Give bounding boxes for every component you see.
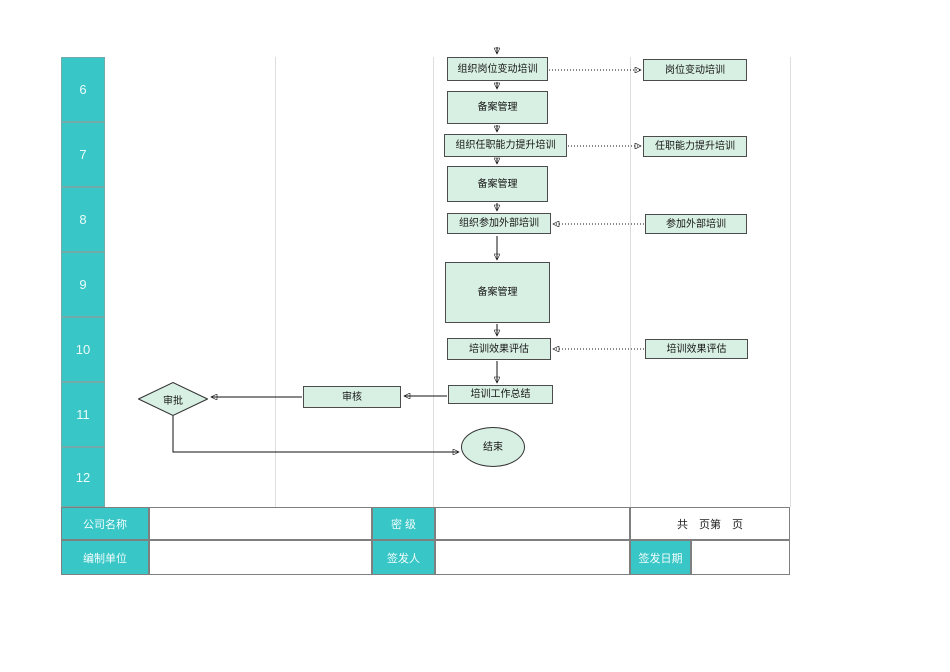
step-filing-management-1: 备案管理 <box>447 91 548 124</box>
issuer-field[interactable] <box>435 540 630 575</box>
connector-approve-end <box>172 416 459 452</box>
lane-row-10: 10 <box>61 317 105 382</box>
task-training-effect-evaluation: 培训效果评估 <box>645 339 748 359</box>
lane-row-8: 8 <box>61 187 105 252</box>
lane-row-9: 9 <box>61 252 105 317</box>
step-organize-job-change-training: 组织岗位变动培训 <box>447 57 548 81</box>
diamond-shape <box>138 382 208 416</box>
unit-field[interactable] <box>149 540 372 575</box>
approve-label: 审批 <box>163 395 183 407</box>
company-name-field[interactable] <box>149 507 372 540</box>
swimlane-divider <box>433 57 434 507</box>
task-external-training: 参加外部培训 <box>645 214 747 234</box>
secrecy-label: 密 级 <box>372 507 435 540</box>
task-job-change-training: 岗位变动培训 <box>643 59 747 81</box>
lane-row-11: 11 <box>61 382 105 447</box>
step-training-work-summary: 培训工作总结 <box>448 385 553 404</box>
step-filing-management-2: 备案管理 <box>447 166 548 202</box>
secrecy-field[interactable] <box>435 507 630 540</box>
approve-diamond: 审批 <box>138 382 208 416</box>
step-training-effect-evaluation: 培训效果评估 <box>447 338 551 360</box>
end-terminator: 结束 <box>461 427 525 467</box>
issue-date-field[interactable] <box>691 540 790 575</box>
company-name-label: 公司名称 <box>61 507 149 540</box>
lane-row-12: 12 <box>61 447 105 507</box>
task-competency-training: 任职能力提升培训 <box>643 136 747 157</box>
step-filing-management-3: 备案管理 <box>445 262 550 323</box>
pages-indicator: 共 页第 页 <box>630 507 790 540</box>
issuer-label: 签发人 <box>372 540 435 575</box>
step-organize-external-training: 组织参加外部培训 <box>447 213 551 234</box>
lane-row-7: 7 <box>61 122 105 187</box>
step-organize-competency-training: 组织任职能力提升培训 <box>444 134 567 157</box>
swimlane-divider <box>630 57 631 507</box>
swimlane-divider <box>790 57 791 507</box>
unit-label: 编制单位 <box>61 540 149 575</box>
review-box: 审核 <box>303 386 401 408</box>
swimlane-divider <box>275 57 276 507</box>
issue-date-label: 签发日期 <box>630 540 691 575</box>
lane-row-6: 6 <box>61 57 105 122</box>
